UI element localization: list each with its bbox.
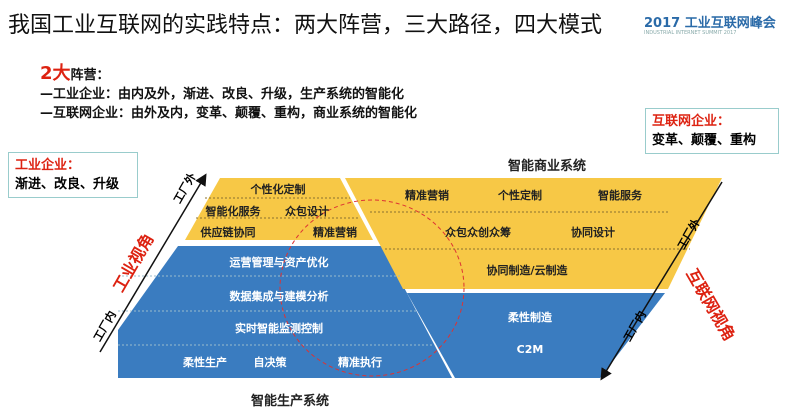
- cell: 协同设计: [571, 226, 615, 239]
- camps-number: 2大: [40, 63, 71, 84]
- cell: 众包设计: [285, 205, 329, 218]
- left-yellow-region: [185, 178, 373, 240]
- right-blue-region: [407, 293, 665, 378]
- left-axis-arrow: [99, 173, 207, 353]
- cell: 精准营销: [405, 189, 449, 202]
- business-system-title: 智能商业系统: [507, 159, 587, 174]
- box-text: 变革、颠覆、重构: [652, 133, 757, 148]
- cell: 供应链协同: [200, 226, 256, 239]
- industrial-enterprise-box: 工业企业： 渐进、改良、升级: [8, 152, 138, 198]
- cycle-circle: [279, 199, 465, 377]
- cell: 个性化定制: [250, 183, 306, 196]
- left-blue-region: [118, 246, 452, 378]
- cell: 精准执行: [338, 356, 382, 369]
- internet-enterprise-box: 互联网企业： 变革、颠覆、重构: [645, 108, 779, 154]
- box-title: 工业企业：: [15, 158, 81, 173]
- summit-logo-sub: INDUSTRIAL INTERNET SUMMIT 2017: [644, 30, 737, 36]
- box-title: 互联网企业：: [652, 114, 731, 129]
- cell: 众包众创众筹: [445, 226, 511, 239]
- cell: 柔性制造: [508, 311, 552, 324]
- cell: 数据集成与建模分析: [229, 290, 329, 303]
- cell: 个性定制: [498, 189, 542, 202]
- right-yellow-region: [345, 178, 722, 289]
- cell: 柔性生产: [183, 356, 227, 369]
- production-system-title: 智能生产系统: [250, 394, 330, 409]
- camps-summary: 2大阵营： —工业企业：由内及外，渐进、改良、升级，生产系统的智能化 —互联网企…: [40, 64, 417, 123]
- camps-label: 阵营：: [70, 68, 110, 83]
- cell: 协同制造/云制造: [486, 264, 568, 277]
- page-title: 我国工业互联网的实践特点：两大阵营，三大路径，四大模式: [8, 13, 603, 38]
- cell: 智能服务: [598, 189, 642, 202]
- cell: 运营管理与资产优化: [229, 256, 329, 269]
- cell: C2M: [516, 343, 544, 356]
- camps-line-industrial: —工业企业：由内及外，渐进、改良、升级，生产系统的智能化: [40, 87, 405, 102]
- summit-logo: 2017 工业互联网峰会: [644, 16, 776, 31]
- camps-line-internet: —互联网企业：由外及内，变革、颠覆、重构，商业系统的智能化: [40, 106, 418, 121]
- cell: 自决策: [253, 356, 287, 369]
- right-axis-arrow: [600, 181, 723, 381]
- box-text: 渐进、改良、升级: [15, 177, 120, 192]
- blue-row-dividers: [118, 275, 434, 346]
- cell: 实时智能监测控制: [235, 322, 323, 335]
- cell: 精准营销: [313, 226, 357, 239]
- yellow-row-dividers: [196, 197, 690, 250]
- cell: 智能化服务: [205, 205, 261, 218]
